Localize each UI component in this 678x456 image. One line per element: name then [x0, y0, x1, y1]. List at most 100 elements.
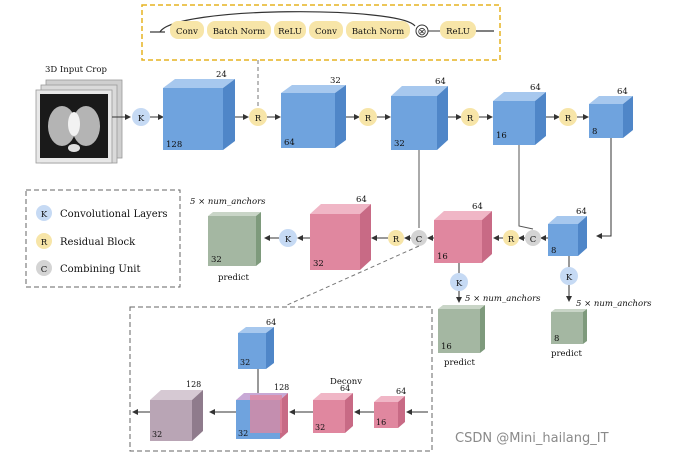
decoder-cube-b: 64 16 — [434, 202, 492, 263]
cube-front-label: 32 — [152, 430, 162, 439]
residual-item-label: ReLU — [446, 27, 470, 37]
svg-text:K: K — [285, 235, 292, 245]
svg-text:K: K — [138, 114, 145, 124]
node-c-1: C — [411, 230, 427, 246]
combine-result-cube: 128 32 — [150, 380, 203, 441]
svg-text:C: C — [41, 265, 48, 275]
node-r-4: R — [559, 108, 577, 126]
node-k-encoder: K — [132, 108, 150, 126]
residual-item-relu1 — [274, 21, 306, 39]
svg-text:R: R — [467, 114, 474, 124]
combine-detail-connector — [284, 245, 420, 307]
cube-front-label: 32 — [315, 423, 325, 432]
node-k-out2: K — [450, 273, 468, 291]
anchors-label: 5 × num_anchors — [465, 294, 541, 304]
residual-item-label: Batch Norm — [352, 27, 404, 37]
encoder-cube-2: 32 64 — [281, 76, 346, 148]
residual-item-conv2 — [309, 21, 343, 39]
cube-front-label: 32 — [313, 259, 324, 269]
cube-front-label: 16 — [441, 342, 452, 352]
cube-top-label: 64 — [340, 384, 350, 393]
residual-item-label: Batch Norm — [213, 27, 265, 37]
residual-item-relu2 — [440, 21, 476, 39]
cube-top-label: 64 — [266, 318, 276, 327]
combine-deconv-cube-1: 64 32 — [313, 384, 353, 433]
cube-top-label: 128 — [274, 383, 289, 392]
output-1: 5 × num_anchors 32 predict — [190, 197, 266, 283]
cube-front-label: 32 — [211, 255, 222, 265]
svg-text:R: R — [393, 235, 400, 245]
cube-front-label: 128 — [166, 140, 182, 150]
svg-text:K: K — [566, 273, 573, 283]
cube-top-label: 64 — [617, 87, 628, 97]
encoder-cube-4: 64 16 — [493, 83, 546, 145]
cube-front-label: 8 — [551, 246, 556, 256]
combine-skip-cube: 64 32 — [238, 318, 276, 369]
connector-cube4-combine — [518, 145, 534, 230]
node-r-6: R — [388, 230, 404, 246]
node-k-out1: K — [279, 229, 297, 247]
combine-merged-cube: 128 32 — [236, 383, 289, 439]
residual-item-label: ReLU — [278, 27, 302, 37]
node-r-5: R — [503, 230, 519, 246]
svg-text:R: R — [565, 114, 572, 124]
encoder-cube-3: 64 32 — [391, 77, 448, 150]
watermark: CSDN @Mini_hailang_IT — [455, 431, 609, 446]
output-3: 5 × num_anchors 8 predict — [551, 299, 652, 359]
residual-add-symbol: ⊗ — [417, 25, 426, 38]
cube-top-label: 64 — [472, 202, 483, 212]
cube-front-label: 16 — [496, 131, 507, 141]
legend-label: Convolutional Layers — [60, 209, 168, 220]
cube-top-label: 64 — [435, 77, 446, 87]
legend-label: Residual Block — [60, 237, 136, 248]
node-c-2: C — [525, 230, 541, 246]
cube-front-label: 32 — [238, 429, 248, 438]
legend-c-icon — [36, 260, 52, 276]
cube-front-label: 32 — [240, 358, 250, 367]
residual-block-border — [141, 4, 501, 61]
predict-label: predict — [551, 349, 582, 359]
svg-text:R: R — [41, 238, 48, 248]
svg-text:R: R — [365, 114, 372, 124]
predict-label: predict — [218, 273, 249, 283]
residual-item-label: Conv — [315, 27, 337, 37]
residual-item-bn2 — [346, 21, 410, 39]
encoder-cube-1: 24 128 — [163, 70, 235, 150]
residual-block-detail: Conv Batch Norm ReLU Conv Batch Norm ⊗ R… — [141, 4, 501, 107]
residual-items: Conv Batch Norm ReLU Conv Batch Norm ⊗ R… — [170, 21, 494, 39]
cube-front-label: 8 — [554, 334, 559, 344]
cube-top-label: 64 — [576, 207, 587, 217]
input-crop: 3D Input Crop — [35, 65, 123, 164]
cube-front-label: 16 — [376, 418, 386, 427]
node-r-3: R — [461, 108, 479, 126]
encoder-cube-5: 64 8 — [589, 87, 633, 138]
node-k-out3: K — [560, 267, 578, 285]
cube-top-label: 64 — [396, 387, 406, 396]
cube-front-label: 8 — [592, 127, 597, 137]
anchors-label: 5 × num_anchors — [576, 299, 652, 309]
cube-top-label: 32 — [330, 76, 341, 86]
connector-cube5-down — [596, 138, 612, 239]
cube-top-label: 24 — [216, 70, 227, 80]
node-r-2: R — [359, 108, 377, 126]
node-r-1: R — [249, 108, 267, 126]
svg-text:C: C — [416, 235, 423, 245]
cube-top-label: 128 — [186, 380, 201, 389]
cube-top-label: 64 — [356, 195, 367, 205]
legend-k-icon — [36, 205, 52, 221]
svg-text:R: R — [255, 114, 262, 124]
svg-text:C: C — [530, 235, 537, 245]
svg-text:R: R — [508, 235, 515, 245]
cube-front-label: 32 — [394, 139, 405, 149]
anchors-label: 5 × num_anchors — [190, 197, 266, 207]
output-2: 5 × num_anchors 16 predict — [438, 294, 541, 368]
svg-text:K: K — [456, 279, 463, 289]
residual-item-bn1 — [207, 21, 271, 39]
residual-item-label: Conv — [176, 27, 198, 37]
combine-detail-border — [129, 306, 433, 452]
legend: K Convolutional Layers R Residual Block … — [25, 189, 181, 288]
legend-r-icon — [36, 233, 52, 249]
input-label: 3D Input Crop — [45, 65, 107, 75]
combining-unit-detail: 64 32 128 32 128 32 Deconv — [129, 306, 433, 452]
svg-text:K: K — [41, 210, 48, 220]
